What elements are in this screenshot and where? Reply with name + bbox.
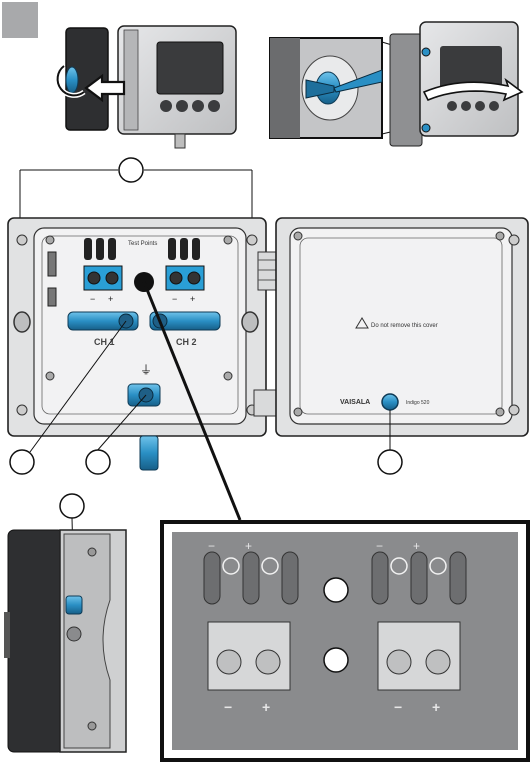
model-label: Indigo 520 [406,400,430,406]
zoom-plus-label-2: + [413,539,420,553]
step-badge [2,2,38,38]
warning-text: Do not remove this cover [371,323,438,329]
zoomed-terminal-panel: − + − + − + − + [160,520,530,762]
ch2-plus-label: + [190,294,195,304]
device-button-icon [160,100,172,112]
ch2-terminal-block: − + [165,238,205,304]
callout-circle [118,157,144,183]
left-arrow-icon [84,73,126,103]
warning-triangle-icon [355,317,369,329]
ch1-plus-label: + [108,294,113,304]
ch1-cable-gland [67,311,139,331]
bottom-callouts [29,320,391,453]
callout-circle [323,577,349,603]
curved-right-arrow-icon [422,77,524,102]
ch1-minus-label: − [90,294,95,304]
zoom-leader-line [142,281,242,521]
callout-circle [9,449,35,475]
ground-symbol-icon: ⏚ [140,363,152,377]
zoom-minus-label-2: − [376,539,383,553]
zoom-minus-label: − [208,539,215,553]
zoom-plus-symbol-2: + [432,699,440,715]
brand-label: VAISALA [340,399,370,406]
test-points-label: Test Points [128,241,157,247]
ch2-minus-label: − [172,294,177,304]
rotate-screw-icon [55,64,86,98]
ch2-label: CH 2 [176,337,197,347]
housing-lid: Do not remove this cover VAISALA Indigo … [275,217,529,437]
cover-removal-illustration [55,25,237,149]
ch1-label: CH 1 [94,337,115,347]
ch1-terminal-block: − + [83,238,123,304]
test-point-pins [84,238,116,260]
side-view-illustration [4,529,127,753]
callout-circle [85,449,111,475]
zoom-minus-symbol-2: − [394,699,402,715]
callout-circle [323,647,349,673]
screwdriver-inset [269,37,425,139]
callout-circle [59,493,85,519]
zoom-plus-label: + [245,539,252,553]
callout-circle [377,449,403,475]
cover-open-illustration [389,21,524,147]
zoom-plus-symbol: + [262,699,270,715]
screwdriver-icon [305,79,335,99]
lid-screw [381,393,399,411]
zoom-minus-symbol: − [224,699,232,715]
ground-connector: ⏚ [127,363,161,471]
